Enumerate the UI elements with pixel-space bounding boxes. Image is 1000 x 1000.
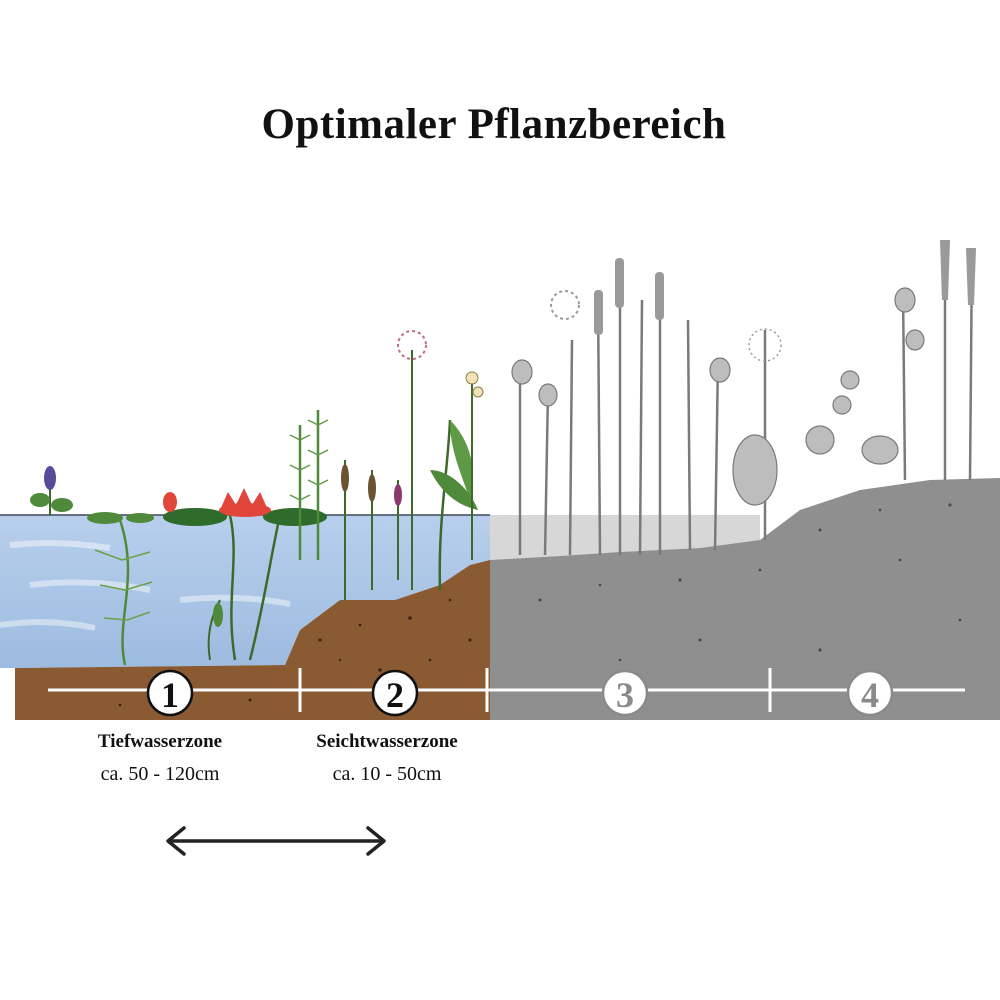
zone-2-marker: 2 xyxy=(371,669,419,717)
zone-2-depth: ca. 10 - 50cm xyxy=(332,763,442,785)
double-arrow-icon xyxy=(166,826,386,856)
grey-soil xyxy=(490,478,1000,720)
zone-3-number: 3 xyxy=(616,675,634,715)
zone-3-marker: 3 xyxy=(601,669,649,717)
zone-1-depth: ca. 50 - 120cm xyxy=(100,763,220,785)
deep-water-plants xyxy=(30,466,154,666)
zone-2-label: Seichtwasserzone ca. 10 - 50cm xyxy=(282,731,492,786)
zone-4-number: 4 xyxy=(861,675,879,715)
diagram-title: Optimaler Pflanzbereich xyxy=(261,101,727,148)
grey-water xyxy=(490,515,760,560)
brown-soil xyxy=(15,560,490,720)
pond-cross-section: 1 2 3 4 xyxy=(0,240,1000,720)
zone-1-number: 1 xyxy=(161,675,179,715)
zone-1-label: Tiefwasserzone ca. 50 - 120cm xyxy=(60,731,260,786)
water-lily-plants xyxy=(163,488,327,661)
zone-4-marker: 4 xyxy=(846,669,894,717)
zone-1-name: Tiefwasserzone xyxy=(97,731,223,752)
zone-1-marker: 1 xyxy=(146,669,194,717)
zone-2-number: 2 xyxy=(386,675,404,715)
shallow-water-plants xyxy=(289,330,484,600)
zone-2-name: Seichtwasserzone xyxy=(316,731,458,752)
shore-plants xyxy=(518,240,974,556)
